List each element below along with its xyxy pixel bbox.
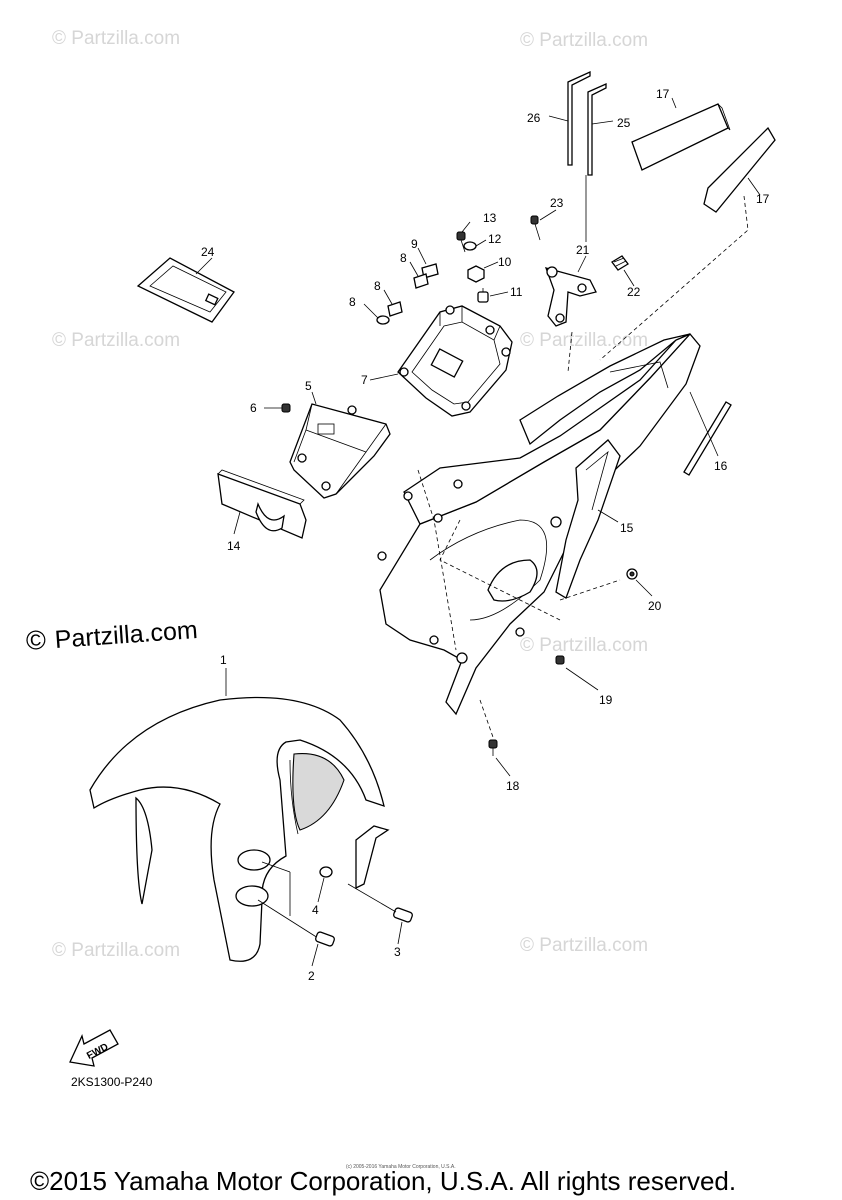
- tiny-copyright: (c) 2005-2016 Yamaha Motor Corporation, …: [346, 1164, 456, 1170]
- callout-15: 15: [620, 521, 634, 535]
- watermark: © Partzilla.com: [520, 635, 649, 656]
- collar-11: [477, 288, 489, 303]
- bolt-3: [393, 907, 413, 923]
- bolt-23: [530, 215, 541, 241]
- callout-7: 7: [361, 373, 368, 387]
- callout-2: 2: [308, 969, 315, 983]
- strip-16: [683, 401, 732, 476]
- wire-25: [587, 82, 607, 176]
- callout-1: 1: [220, 653, 227, 667]
- callout-10: 10: [498, 255, 512, 269]
- clip: [355, 825, 390, 890]
- washer-12: [463, 241, 477, 251]
- pad-17-lower: [703, 126, 776, 213]
- callout-17b: 17: [756, 192, 770, 206]
- callout-12: 12: [488, 232, 502, 246]
- callout-23: 23: [550, 196, 564, 210]
- damper-8a: [413, 273, 429, 289]
- callout-8c: 8: [349, 295, 356, 309]
- hinge-bracket-21: [544, 266, 597, 327]
- damper-8b: [387, 301, 403, 317]
- callout-24: 24: [201, 245, 215, 259]
- side-piece-15: [555, 439, 621, 599]
- nut-10: [467, 265, 485, 283]
- watermark: © Partzilla.com: [52, 28, 181, 49]
- pad-24: [136, 257, 235, 323]
- diagram-code: 2KS1300-P240: [71, 1075, 153, 1089]
- bolt-2: [315, 931, 335, 947]
- callout-25: 25: [617, 116, 631, 130]
- callout-18: 18: [506, 779, 520, 793]
- pad-17-upper: [631, 103, 731, 171]
- callout-8b: 8: [374, 279, 381, 293]
- spring-22: [611, 255, 629, 271]
- bolt-13: [456, 231, 466, 253]
- fastener-20: [626, 568, 638, 580]
- watermark: © Partzilla.com: [52, 940, 181, 961]
- damper-8c: [376, 315, 390, 325]
- callout-16: 16: [714, 459, 728, 473]
- callout-numbers: 1 2 3 4 5 6 7 8 8 8 9 10 11 12 13 14 15 …: [201, 87, 770, 983]
- housing-5: [289, 403, 391, 499]
- callout-4: 4: [312, 903, 319, 917]
- callout-6: 6: [250, 401, 257, 415]
- callout-20: 20: [648, 599, 662, 613]
- cover-14: [217, 469, 307, 539]
- watermark: © Partzilla.com: [520, 935, 649, 956]
- callout-19: 19: [599, 693, 613, 707]
- callout-14: 14: [227, 539, 241, 553]
- wire-26: [567, 70, 591, 166]
- callout-21: 21: [576, 243, 590, 257]
- screw-6: [281, 403, 291, 413]
- callout-5: 5: [305, 379, 312, 393]
- bracket-7: [397, 305, 513, 417]
- watermark: © Partzilla.com: [52, 330, 181, 351]
- callout-26: 26: [527, 111, 541, 125]
- collar-4: [319, 866, 333, 878]
- watermark: © Partzilla.com: [520, 30, 649, 51]
- watermark: © Partzilla.com: [520, 330, 649, 351]
- callout-9: 9: [411, 237, 418, 251]
- callout-13: 13: [483, 211, 497, 225]
- screw-19: [555, 655, 565, 665]
- screw-18: [488, 739, 498, 756]
- fwd-arrow-icon: FWD: [69, 1029, 119, 1067]
- callout-3: 3: [394, 945, 401, 959]
- front-fender-1: [89, 696, 385, 962]
- callout-17a: 17: [656, 87, 670, 101]
- callout-11: 11: [510, 285, 523, 299]
- callout-22: 22: [627, 285, 641, 299]
- callout-8a: 8: [400, 251, 407, 265]
- footer-copyright: ©2015 Yamaha Motor Corporation, U.S.A. A…: [30, 1166, 737, 1196]
